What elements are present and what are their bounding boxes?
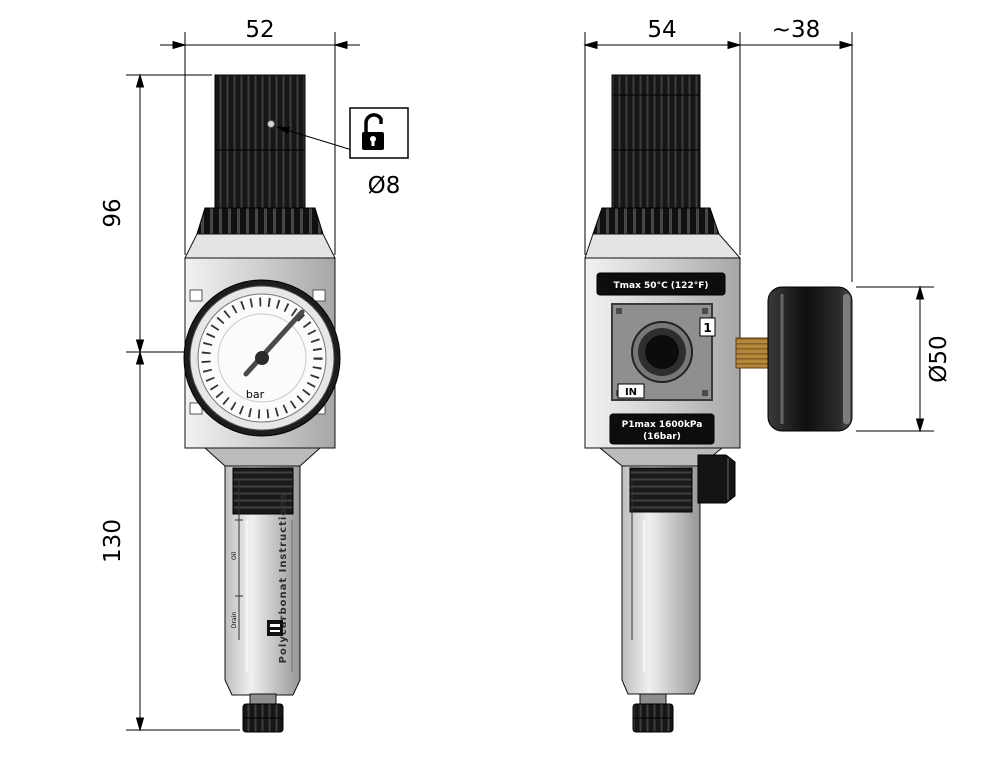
body-top-chamfer-side (584, 233, 742, 259)
body-top-chamfer-front (184, 233, 336, 259)
adjustment-knob-side (611, 74, 701, 209)
drain-label: Drain (231, 612, 238, 628)
p1max-band (609, 413, 715, 445)
lock-collar-front (196, 207, 324, 235)
tmax-label: Tmax 50°C (122°F) (614, 281, 709, 291)
bowl-material-text: Polycarbonat Instructions (278, 493, 289, 664)
inlet-label: IN (625, 387, 637, 398)
front-view: bar Oil Drain Polycarbonat Instructions (183, 74, 341, 733)
dim-gauge-depth: ~38 (772, 17, 821, 43)
port-number: 1 (703, 321, 711, 335)
brand-logo (267, 620, 283, 636)
pressure-gauge-side (767, 286, 853, 432)
dimension-lines (126, 32, 934, 732)
recess-screw (616, 308, 622, 314)
padlock-shackle-icon (364, 113, 383, 132)
bowl-neck-front (203, 447, 322, 467)
dim-lower-height: 130 (100, 519, 126, 563)
inlet-port-bore (645, 335, 679, 369)
adjustment-knob-front (214, 74, 306, 209)
filter-element-side (629, 467, 693, 513)
recess-screw (702, 308, 708, 314)
drain-stem-front (249, 693, 277, 705)
tmax-band (596, 272, 726, 296)
side-view: Tmax 50°C (122°F) 1 IN P1max 1600kPa (16… (584, 74, 853, 733)
filter-bowl-front (224, 465, 301, 696)
lock-collar-side (592, 207, 720, 235)
dim-gauge-diameter: Ø50 (926, 335, 952, 382)
mount-notch (189, 289, 203, 302)
bowl-latch (697, 454, 736, 504)
mount-notch (312, 289, 326, 302)
gauge-hub (255, 351, 269, 365)
pressure-gauge-front: bar (183, 279, 341, 437)
filter-element-front (232, 467, 294, 515)
port-number-tag (699, 317, 716, 337)
oil-label: Oil (231, 552, 238, 560)
level-indicator: Oil Drain (231, 480, 243, 640)
lock-hole (267, 120, 275, 128)
inlet-tag (617, 383, 645, 399)
p1max-line1: P1max 1600kPa (622, 420, 703, 430)
dim-lock-hole: Ø8 (368, 173, 401, 199)
recess-screw (702, 390, 708, 396)
gauge-scale-arc (217, 313, 307, 403)
lock-symbol (349, 107, 409, 159)
gauge-stem-brass (735, 337, 771, 369)
gauge-face-rim (843, 294, 850, 424)
dim-upper-height: 96 (100, 198, 126, 227)
gauge-unit-label: bar (246, 388, 265, 401)
gauge-tick-ring (201, 297, 323, 419)
drain-stem-side (639, 693, 667, 705)
gauge-needle (243, 309, 305, 377)
dim-front-width: 52 (245, 17, 274, 43)
dim-side-width: 54 (647, 17, 676, 43)
p1max-line2: (16bar) (643, 432, 681, 442)
